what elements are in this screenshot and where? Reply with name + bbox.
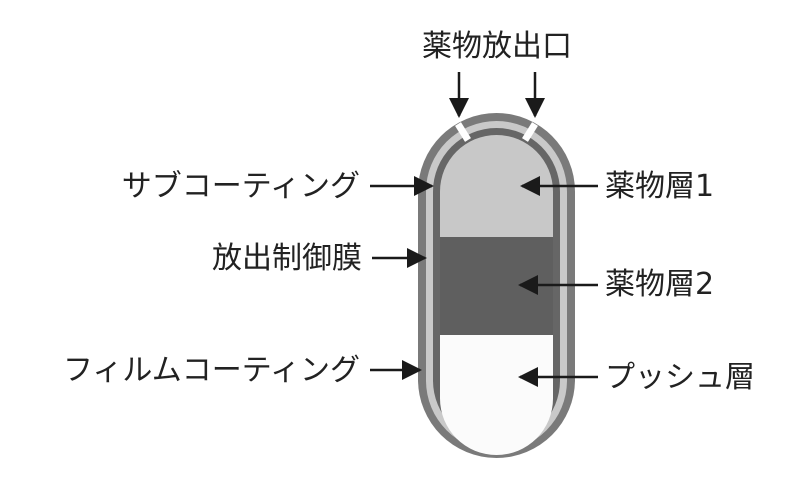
label-drug-layer-1: 薬物層1 [605,169,714,204]
label-release-membrane: 放出制御膜 [212,241,362,276]
drug-outlet-left [455,122,471,142]
drug-outlet-right [522,122,538,142]
label-drug-outlet: 薬物放出口 [422,29,572,64]
push-layer-fill [440,335,553,455]
label-sub-coating: サブコーティング [122,169,360,204]
label-drug-layer-2: 薬物層2 [605,267,714,302]
label-film-coating: フィルムコーティング [63,353,360,388]
label-push-layer: プッシュ層 [605,360,755,395]
tablet-capsule [418,113,575,458]
